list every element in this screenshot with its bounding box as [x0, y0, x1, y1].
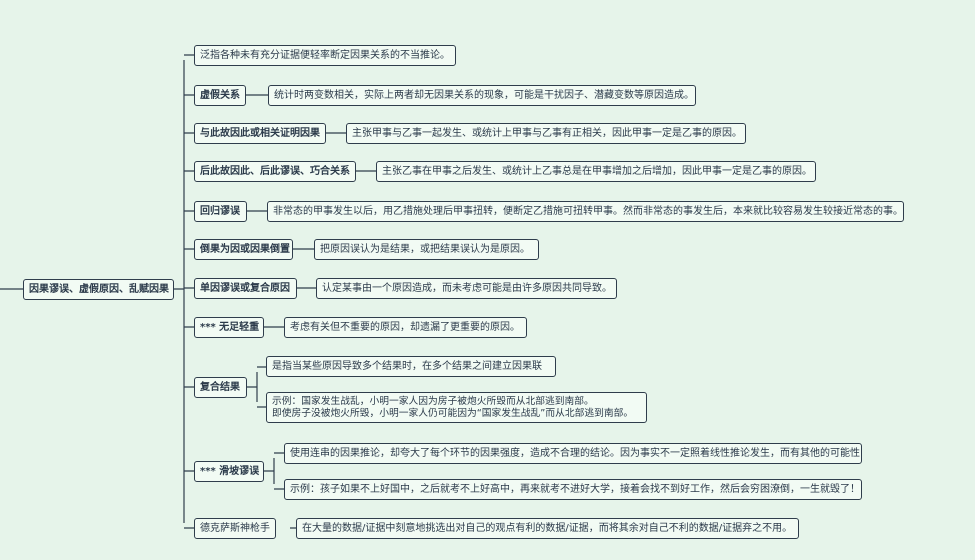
node-single-cause[interactable]: 单因谬误或复合原因 — [194, 278, 297, 299]
detail-reversed-causation[interactable]: 把原因误认为是结果，或把结果误认为是原因。 — [314, 239, 539, 260]
detail-correlation-causation[interactable]: 主张甲事与乙事一起发生、或统计上甲事与乙事有正相关，因此甲事一定是乙事的原因。 — [346, 123, 746, 144]
node-reversed-causation[interactable]: 倒果为因或因果倒置 — [194, 239, 293, 260]
detail-composite-result-example[interactable]: 示例：国家发生战乱，小明一家人因为房子被炮火所毁而从北部逃到南部。 即使房子没被… — [266, 392, 647, 423]
detail-false-relation[interactable]: 统计时两变数相关，实际上两者却无因果关系的现象，可能是干扰因子、潜藏变数等原因造… — [268, 85, 696, 106]
detail-regression-fallacy[interactable]: 非常态的甲事发生以后，用乙措施处理后甲事扭转，便断定乙措施可扭转甲事。然而非常态… — [267, 201, 904, 222]
node-regression-fallacy[interactable]: 回归谬误 — [194, 201, 247, 222]
node-false-relation[interactable]: 虚假关系 — [194, 85, 246, 106]
detail-post-hoc[interactable]: 主张乙事在甲事之后发生、或统计上乙事总是在甲事增加之后增加，因此甲事一定是乙事的… — [376, 161, 816, 182]
slippery-slope-bracket — [264, 452, 284, 490]
detail-texas-sharpshooter[interactable]: 在大量的数据/证据中刻意地挑选出对自己的观点有利的数据/证据，而将其余对自己不利… — [296, 518, 799, 539]
detail-slippery-slope-definition[interactable]: 使用连串的因果推论，却夸大了每个环节的因果强度，造成不合理的结论。因为事实不一定… — [284, 443, 862, 464]
composite-result-bracket — [247, 366, 266, 408]
detail-composite-result-definition[interactable]: 是指当某些原因导致多个结果时，在多个结果之间建立因果联 — [266, 356, 556, 377]
branch-connectors — [184, 54, 194, 529]
detail-slippery-slope-example[interactable]: 示例：孩子如果不上好国中，之后就考不上好高中，再来就考不进好大学，接着会找不到好… — [284, 479, 862, 500]
node-slippery-slope[interactable]: *** 滑坡谬误 — [194, 461, 264, 482]
detail-insignificant[interactable]: 考虑有关但不重要的原因，却遗漏了更重要的原因。 — [284, 317, 527, 338]
node-composite-result[interactable]: 复合结果 — [194, 377, 247, 398]
node-insignificant[interactable]: *** 无足轻重 — [194, 317, 264, 338]
root-node[interactable]: 因果谬误、虚假原因、乱赋因果 — [23, 279, 174, 300]
node-post-hoc[interactable]: 后此故因此、后此谬误、巧合关系 — [194, 161, 356, 182]
detail-single-cause[interactable]: 认定某事由一个原因造成，而未考虑可能是由许多原因共同导致。 — [316, 278, 617, 299]
node-correlation-causation[interactable]: 与此故因此或相关证明因果 — [194, 123, 326, 144]
detail-connectors — [246, 94, 376, 529]
node-texas-sharpshooter[interactable]: 德克萨斯神枪手 — [194, 518, 276, 539]
summary-node[interactable]: 泛指各种未有充分证据便轻率断定因果关系的不当推论。 — [194, 45, 456, 66]
